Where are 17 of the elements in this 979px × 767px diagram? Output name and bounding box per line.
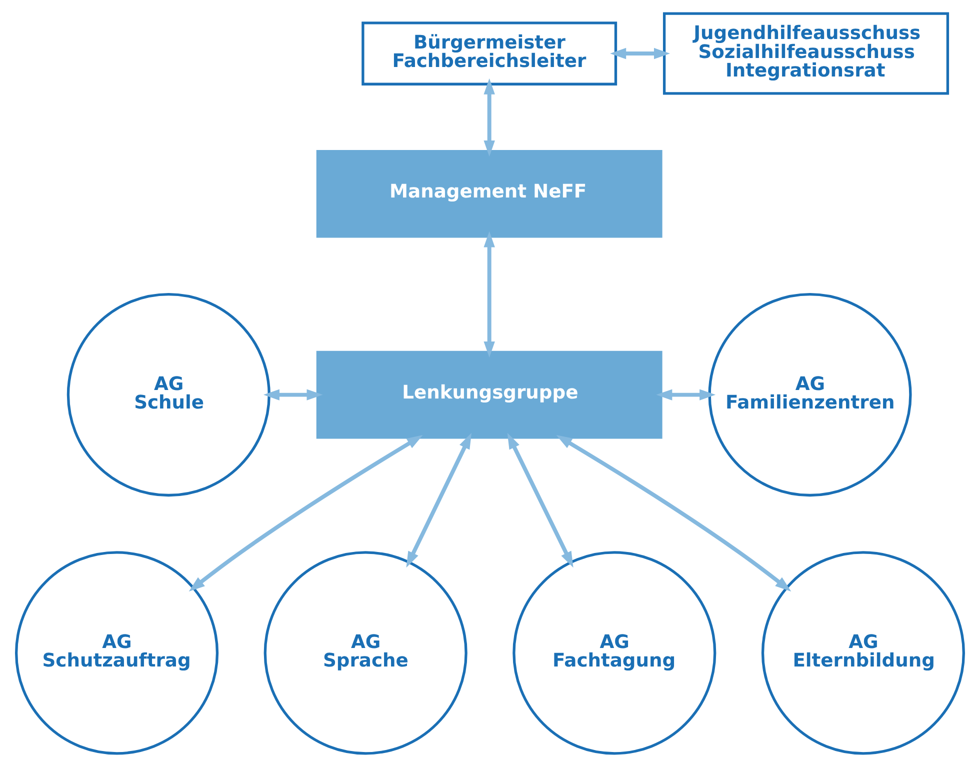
arrow bbox=[656, 389, 716, 400]
node-circle: AG Elternbildung bbox=[760, 551, 964, 755]
arrow bbox=[506, 432, 573, 568]
arrow bbox=[483, 231, 494, 358]
arrow bbox=[406, 432, 472, 568]
node-circle: AG Schule bbox=[66, 293, 270, 497]
arrow bbox=[483, 78, 494, 157]
node-box: Management NeFF bbox=[316, 150, 662, 238]
node-box: Bürgermeister Fachbereichsleiter bbox=[361, 22, 617, 86]
arrow bbox=[610, 48, 670, 60]
node-box: Jugendhilfeausschuss Sozialhilfeausschuss Integrationsrat bbox=[662, 12, 949, 95]
arrow bbox=[262, 389, 322, 400]
node-circle: AG Schutzauftrag bbox=[14, 551, 218, 755]
node-circle: AG Familienzentren bbox=[708, 293, 912, 497]
node-box: Lenkungsgruppe bbox=[316, 350, 662, 439]
arrow bbox=[188, 435, 422, 592]
arrow bbox=[556, 435, 791, 592]
